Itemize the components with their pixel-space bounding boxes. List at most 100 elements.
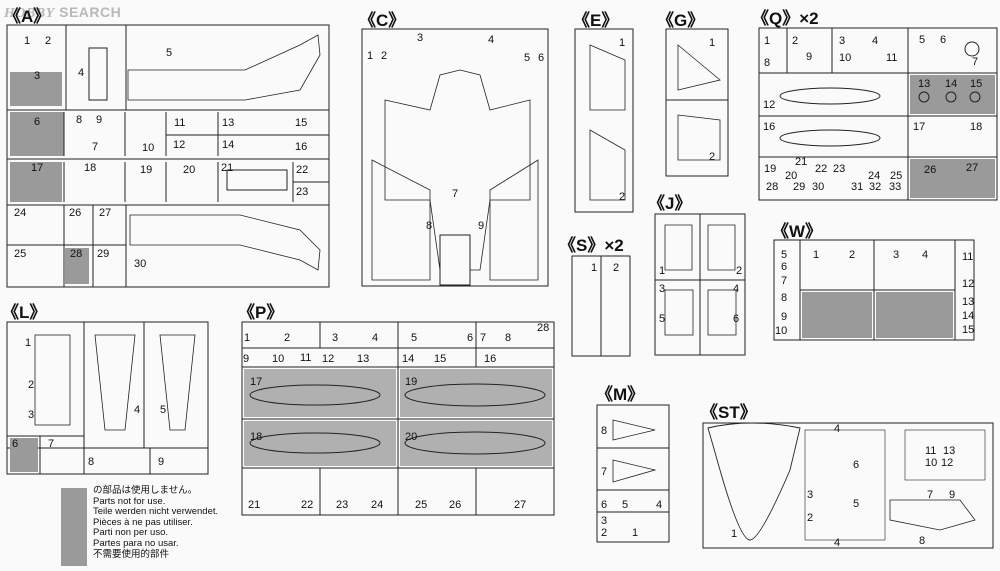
part-number: 15 bbox=[434, 353, 447, 365]
frame-label: 《A》 bbox=[4, 7, 51, 26]
part-number: 2 bbox=[849, 249, 856, 261]
part-number: 2 bbox=[807, 512, 814, 524]
part-number: 12 bbox=[941, 457, 954, 469]
part-number: 17 bbox=[31, 162, 44, 174]
part-number: 33 bbox=[889, 181, 902, 193]
part-number: 4 bbox=[872, 35, 879, 47]
frame-a bbox=[6, 24, 330, 288]
part-number: 9 bbox=[96, 114, 103, 126]
part-number: 2 bbox=[619, 191, 626, 203]
legend-line: Parts not for use. bbox=[93, 495, 166, 507]
part-number: 3 bbox=[34, 70, 41, 82]
part-number: 21 bbox=[221, 162, 234, 174]
part-number: 23 bbox=[833, 163, 846, 175]
part-number: 12 bbox=[173, 139, 186, 151]
part-number: 12 bbox=[962, 278, 975, 290]
part-number: 2 bbox=[45, 35, 52, 47]
part-number: 8 bbox=[88, 456, 95, 468]
part-number: 14 bbox=[402, 353, 415, 365]
part-number: 6 bbox=[467, 332, 474, 344]
part-number: 29 bbox=[793, 181, 806, 193]
part-number: 10 bbox=[775, 325, 788, 337]
part-number: 6 bbox=[601, 499, 608, 511]
part-number: 6 bbox=[538, 52, 545, 64]
part-number: 3 bbox=[332, 332, 339, 344]
part-number: 7 bbox=[92, 141, 99, 153]
part-number: 1 bbox=[632, 527, 639, 539]
part-number: 15 bbox=[295, 117, 308, 129]
part-number: 4 bbox=[134, 404, 141, 416]
part-number: 24 bbox=[14, 207, 27, 219]
part-number: 20 bbox=[785, 170, 798, 182]
part-number: 3 bbox=[839, 35, 846, 47]
part-number: 10 bbox=[925, 457, 938, 469]
part-number: 8 bbox=[919, 535, 926, 547]
part-number: 5 bbox=[411, 332, 418, 344]
part-number: 4 bbox=[372, 332, 379, 344]
part-number: 29 bbox=[97, 248, 110, 260]
watermark: HOBBY SEARCH bbox=[4, 4, 121, 22]
part-number: 4 bbox=[78, 67, 85, 79]
part-number: 6 bbox=[34, 116, 41, 128]
frame-label: 《P》 bbox=[238, 303, 284, 322]
part-number: 17 bbox=[913, 121, 926, 133]
part-number: 7 bbox=[480, 332, 487, 344]
part-number: 7 bbox=[601, 466, 608, 478]
frame-m bbox=[596, 404, 670, 543]
frame-label: 《C》 bbox=[359, 11, 406, 30]
frame-label: 《E》 bbox=[573, 11, 619, 30]
part-number: 9 bbox=[158, 456, 165, 468]
part-number: 23 bbox=[296, 186, 309, 198]
part-number: 6 bbox=[733, 313, 740, 325]
part-number: 5 bbox=[919, 34, 926, 46]
part-number: 10 bbox=[142, 142, 155, 154]
part-number: 4 bbox=[488, 34, 495, 46]
part-number: 27 bbox=[99, 207, 112, 219]
part-number: 2 bbox=[709, 151, 716, 163]
part-number: 11 bbox=[174, 117, 186, 129]
part-number: 30 bbox=[134, 258, 147, 270]
frame-c bbox=[361, 28, 549, 287]
part-number: 4 bbox=[922, 249, 929, 261]
part-number: 14 bbox=[222, 139, 235, 151]
part-number: 5 bbox=[622, 499, 629, 511]
part-number: 15 bbox=[962, 324, 975, 336]
part-number: 30 bbox=[812, 181, 825, 193]
part-number: 28 bbox=[70, 248, 83, 260]
part-number: 28 bbox=[537, 322, 550, 334]
part-number: 11 bbox=[300, 352, 312, 364]
part-number: 10 bbox=[839, 52, 852, 64]
part-number: 2 bbox=[381, 50, 388, 62]
part-number: 4 bbox=[834, 537, 841, 549]
part-number: 19 bbox=[140, 164, 153, 176]
frame-label: 《W》 bbox=[772, 222, 823, 241]
frame-p bbox=[241, 321, 555, 516]
frame-q bbox=[758, 27, 998, 201]
part-number: 2 bbox=[601, 527, 608, 539]
part-number: 9 bbox=[806, 51, 813, 63]
part-number: 1 bbox=[709, 37, 716, 49]
part-number: 1 bbox=[591, 262, 598, 274]
part-number: 4 bbox=[733, 283, 740, 295]
part-number: 3 bbox=[28, 409, 35, 421]
part-number: 1 bbox=[659, 265, 666, 277]
part-number: 7 bbox=[927, 489, 934, 501]
legend-line: Partes para no usar. bbox=[93, 537, 179, 549]
part-number: 5 bbox=[853, 498, 860, 510]
part-number: 5 bbox=[659, 313, 666, 325]
part-number: 24 bbox=[371, 499, 384, 511]
part-number: 2 bbox=[284, 332, 291, 344]
legend-swatch bbox=[61, 488, 87, 566]
part-number: 3 bbox=[601, 515, 608, 527]
part-number: 25 bbox=[14, 248, 27, 260]
watermark-text: SEARCH bbox=[59, 4, 122, 20]
frame-label: 《S》×2 bbox=[559, 236, 624, 255]
part-number: 5 bbox=[160, 404, 167, 416]
part-number: 2 bbox=[792, 35, 799, 47]
frame-w bbox=[773, 239, 975, 341]
part-number: 24 bbox=[868, 170, 881, 182]
part-number: 27 bbox=[966, 162, 979, 174]
part-number: 2 bbox=[736, 265, 743, 277]
part-number: 18 bbox=[250, 431, 263, 443]
part-number: 1 bbox=[367, 50, 374, 62]
